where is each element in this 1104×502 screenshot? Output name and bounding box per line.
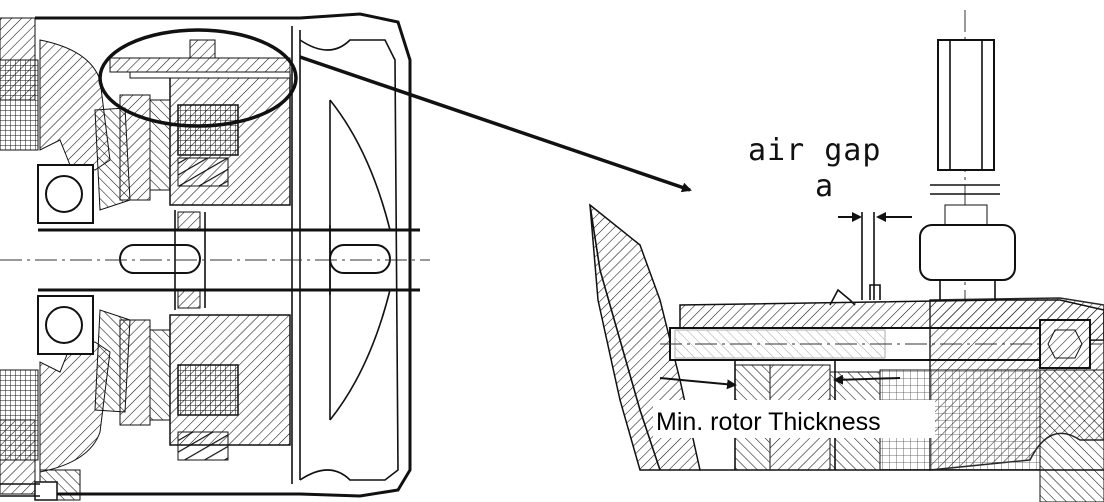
detail-arrow <box>299 55 692 193</box>
min-rotor-thickness-label: Min. rotor Thickness <box>656 408 881 436</box>
label-background <box>653 400 935 438</box>
gap-symbol-label: a <box>815 169 833 204</box>
section-view <box>0 12 430 501</box>
air-gap-label: air gap <box>748 133 881 168</box>
